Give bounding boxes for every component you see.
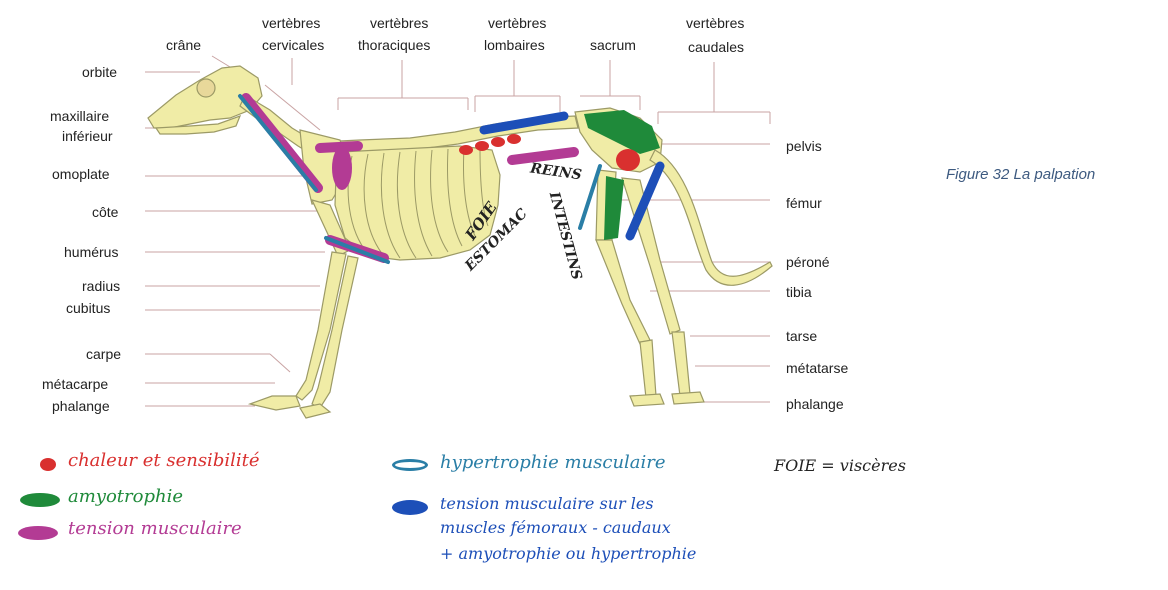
amyotrophy-mark-thigh [604,176,624,240]
metatarsus [640,340,656,398]
label-crane: crâne [166,36,201,55]
label-cubitus: cubitus [66,300,110,316]
label-caudal-1: vertèbres [686,14,744,33]
label-thoracic-1: vertèbres [370,14,428,33]
label-orbite: orbite [82,64,117,80]
tibia [596,240,650,344]
legend-amyotrophy: amyotrophie [68,486,183,507]
label-maxillaire-1: maxillaire [50,108,109,124]
hind-paw [630,394,664,406]
front-paw-2 [300,404,330,418]
label-tarse: tarse [786,328,817,344]
legend-femoro-line-3: + amyotrophie ou hypertrophie [440,544,696,563]
legend-foie-note: FOIE = viscères [774,456,906,475]
label-radius: radius [82,278,120,294]
metatarsus-2 [672,332,690,396]
legend-hypertrophy: hypertrophie musculaire [440,452,666,473]
tail [650,150,772,285]
label-cote: côte [92,204,118,220]
legend-femoro-line-2: muscles fémoraux - caudaux [440,518,671,537]
legend-tension: tension musculaire [68,518,242,539]
label-cervical-2: cervicales [262,36,324,55]
legend-heat: chaleur et sensibilité [68,450,260,471]
legend-swatch-heat [40,458,56,471]
hind-paw-2 [672,392,704,404]
label-phalange-left: phalange [52,398,110,414]
label-tibia: tibia [786,284,812,300]
label-cervical-1: vertèbres [262,14,320,33]
label-femur: fémur [786,195,822,211]
label-sacrum: sacrum [590,36,636,55]
label-carpe: carpe [86,346,121,362]
label-lumbar-2: lombaires [484,36,545,55]
label-metacarpe: métacarpe [42,376,108,392]
label-perone: péroné [786,254,830,270]
label-omoplate: omoplate [52,166,110,182]
legend-femoro-line-1: tension musculaire sur les [440,494,654,513]
tension-mark-scapula [332,146,352,190]
legend-swatch-tension [18,526,58,540]
legend-swatch-hypertrophy [392,459,428,471]
legend-swatch-femoro [392,500,428,515]
label-phalange-right: phalange [786,396,844,412]
label-humerus: humérus [64,244,118,260]
label-lumbar-1: vertèbres [488,14,546,33]
front-paw [250,396,300,410]
label-thoracic-2: thoraciques [358,36,430,55]
label-metatarse: métatarse [786,360,848,376]
label-pelvis: pelvis [786,138,822,154]
label-caudal-2: caudales [688,38,744,57]
figure-caption: Figure 32 La palpation [946,166,1095,183]
legend-swatch-amyotrophy [20,493,60,507]
orbit [197,79,215,97]
label-maxillaire-2: inférieur [62,128,113,144]
